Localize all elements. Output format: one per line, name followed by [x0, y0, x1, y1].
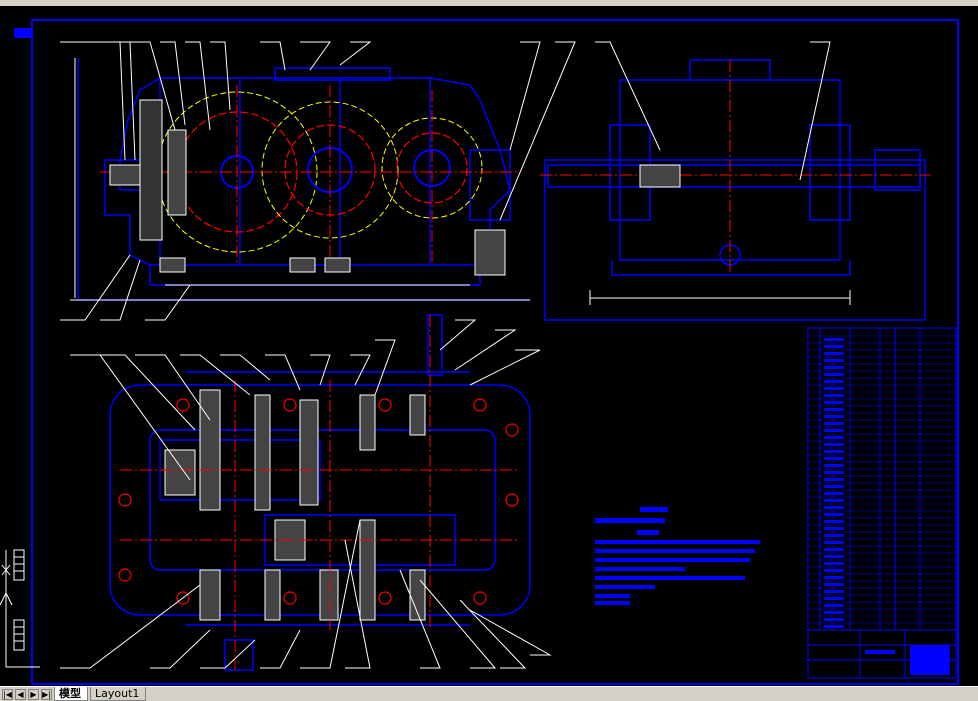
parts-list-cell	[824, 534, 844, 537]
parts-list-cell	[824, 541, 844, 544]
parts-list-cell	[824, 394, 844, 397]
top-view-hatch	[164, 389, 426, 621]
tab-layout1[interactable]: Layout1	[90, 687, 147, 701]
parts-list-cell	[824, 478, 844, 481]
parts-list-cell	[824, 359, 844, 362]
parts-list-cell	[824, 408, 844, 411]
parts-list-cell	[824, 590, 844, 593]
parts-list-cell	[824, 499, 844, 502]
layout-tab-bar: |◀ ◀ ▶ ▶| 模型 Layout1	[0, 686, 978, 701]
parts-list-cell	[824, 604, 844, 607]
parts-list-cell	[824, 443, 844, 446]
dimension-lines	[70, 58, 851, 305]
parts-list-cell	[824, 576, 844, 579]
parts-list-cell	[824, 450, 844, 453]
parts-list-cell	[824, 513, 844, 516]
next-tab-icon[interactable]: ▶	[28, 688, 39, 700]
front-view-hatch	[109, 99, 506, 276]
prev-tab-icon[interactable]: ◀	[15, 688, 26, 700]
cad-drawing-canvas[interactable]	[0, 0, 978, 686]
side-view	[544, 59, 926, 321]
parts-list-cell	[824, 548, 844, 551]
parts-list-cell	[824, 471, 844, 474]
parts-list-rows	[808, 335, 956, 628]
ucs-axis-icon	[0, 549, 40, 668]
parts-list-cell	[824, 401, 844, 404]
parts-list-cell	[824, 520, 844, 523]
parts-list-cell	[824, 387, 844, 390]
parts-list-cell	[824, 527, 844, 530]
side-view-hatch	[639, 164, 681, 188]
side-view-centerlines	[540, 60, 930, 275]
front-view-gears	[100, 85, 520, 265]
parts-list-cell	[824, 464, 844, 467]
first-tab-icon[interactable]: |◀	[2, 688, 13, 700]
parts-list-cell	[824, 562, 844, 565]
parts-list-cell	[824, 457, 844, 460]
window-top-strip	[0, 0, 978, 6]
parts-list-cell	[824, 555, 844, 558]
parts-list-cell	[824, 583, 844, 586]
parts-list-cell	[824, 611, 844, 614]
parts-list-cell	[824, 415, 844, 418]
parts-list-cell	[824, 597, 844, 600]
parts-list-cell	[824, 366, 844, 369]
parts-list-cell	[824, 492, 844, 495]
parts-list-cell	[824, 352, 844, 355]
parts-list-cell	[824, 380, 844, 383]
title-block-fill	[865, 645, 950, 675]
parts-list-cell	[824, 345, 844, 348]
last-tab-icon[interactable]: ▶|	[41, 688, 52, 700]
binding-margin	[14, 28, 32, 38]
parts-list-cell	[824, 485, 844, 488]
parts-list-cell	[824, 373, 844, 376]
parts-list-cell	[824, 436, 844, 439]
parts-list-table	[807, 327, 957, 679]
parts-list-cell	[824, 422, 844, 425]
leader-lines	[60, 41, 831, 669]
parts-list-cell	[824, 506, 844, 509]
bolt-holes	[118, 398, 519, 605]
parts-list-cell	[824, 625, 844, 628]
tab-model[interactable]: 模型	[54, 687, 88, 701]
parts-list-cell	[824, 429, 844, 432]
parts-list-cell	[824, 569, 844, 572]
parts-list-cell	[824, 618, 844, 621]
drawing-border	[31, 19, 959, 685]
technical-notes	[595, 507, 760, 605]
parts-list-cell	[824, 338, 844, 341]
top-view-centerlines	[120, 315, 520, 670]
